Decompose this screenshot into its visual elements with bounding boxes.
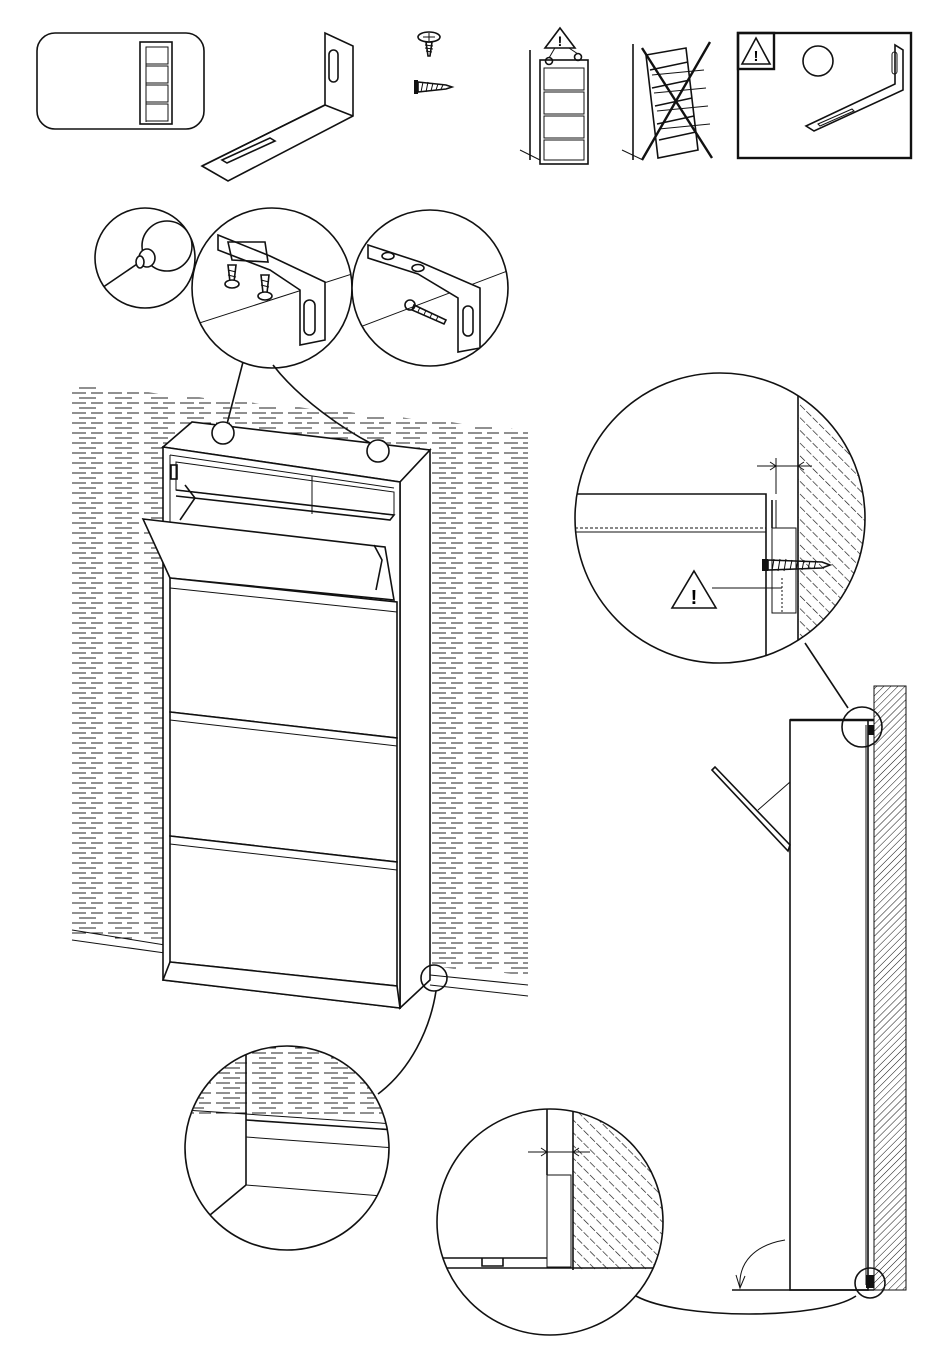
warning-triangle-icon: ! [742,38,770,65]
bottom-floor-section-detail [437,1105,663,1335]
svg-text:!: ! [558,33,563,49]
leader-line [805,643,848,708]
screw-long-icon [414,80,452,94]
leader-line [636,1296,856,1314]
floor-gap-detail [185,1040,395,1250]
wrong-installation-figure [622,42,712,160]
screw-short-icon [418,32,440,56]
svg-text:!: ! [691,587,698,609]
flap-door-1 [170,578,397,738]
shoe-cabinet [143,422,430,1008]
bracket-small-icon [806,45,903,131]
bracket-wall-screw-detail [352,210,510,366]
wall-plug-detail [95,208,195,308]
side-view [712,686,906,1290]
product-thumbnail-panel [37,33,204,129]
wall-bracket-part [202,33,353,181]
warning-panel: ! [738,33,911,158]
svg-text:!: ! [754,48,759,65]
bracket-screw-top-detail [190,208,355,368]
callout-marker [367,440,389,462]
flap-door-3 [170,836,397,986]
callout-marker [212,422,234,444]
correct-installation-figure: ! [520,28,588,164]
warning-icon: ! [545,28,575,49]
shoe-cabinet-icon [140,42,172,124]
wall-gap-section-detail: ! [575,370,878,670]
